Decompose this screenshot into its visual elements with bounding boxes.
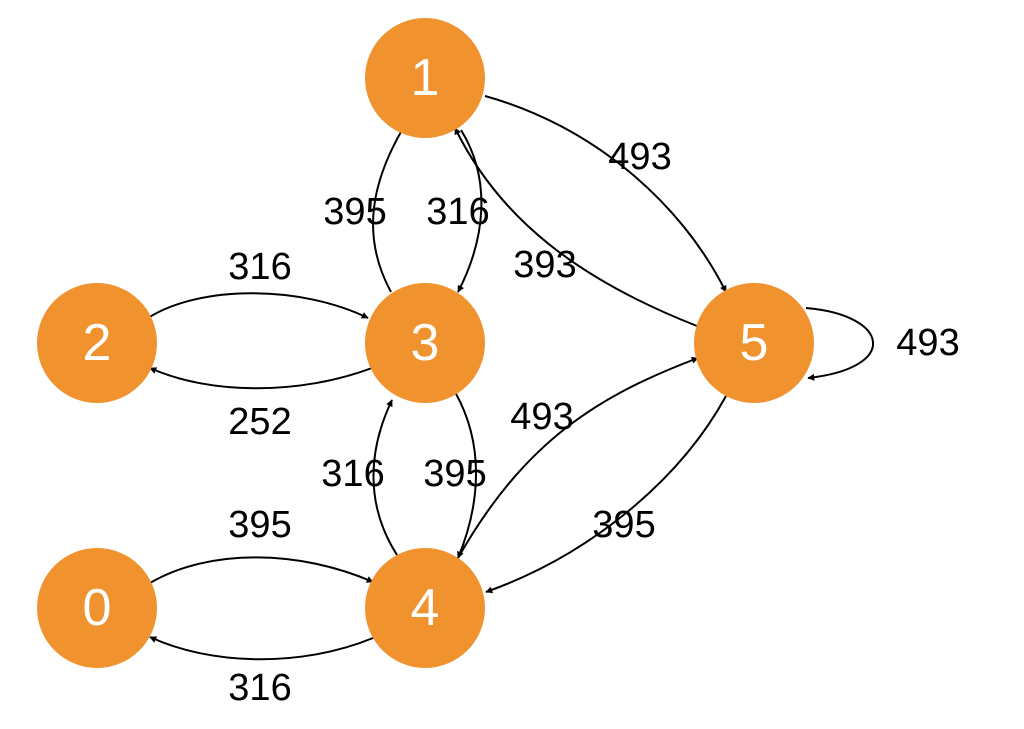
node-1-label: 1 xyxy=(411,49,440,107)
edge-label-2-to-3: 316 xyxy=(228,246,291,288)
edge-labels: 493 395 316 393 316 252 493 493 316 395 … xyxy=(228,136,959,709)
node-5: 5 xyxy=(694,283,814,403)
edge-3-to-4 xyxy=(454,391,477,559)
edge-label-5-to-4: 395 xyxy=(592,504,655,546)
edge-label-1-to-3: 316 xyxy=(426,191,489,233)
edge-2-to-3 xyxy=(147,292,369,319)
node-3-label: 3 xyxy=(411,314,440,372)
edge-label-5-to-1: 393 xyxy=(513,244,576,286)
edge-label-4-to-3: 316 xyxy=(321,453,384,495)
node-3: 3 xyxy=(365,283,485,403)
edge-5-to-4 xyxy=(485,395,727,594)
edge-5-to-5 xyxy=(805,307,874,381)
node-0: 0 xyxy=(37,548,157,668)
edge-5-to-1 xyxy=(454,127,698,327)
edge-label-3-to-2: 252 xyxy=(228,401,291,443)
node-5-circle xyxy=(694,283,814,403)
nodes: 1 2 3 5 0 4 xyxy=(37,18,814,668)
node-3-circle xyxy=(365,283,485,403)
edge-label-5-to-5: 493 xyxy=(896,322,959,364)
node-2: 2 xyxy=(37,283,157,403)
edge-4-to-0 xyxy=(149,636,374,661)
edge-1-to-3 xyxy=(457,129,483,293)
edge-3-to-2 xyxy=(149,367,373,390)
edge-label-0-to-4: 395 xyxy=(228,504,291,546)
node-0-label: 0 xyxy=(83,579,112,637)
node-4-label: 4 xyxy=(411,579,440,637)
edges xyxy=(147,95,874,661)
node-1-circle xyxy=(365,18,485,138)
node-4-circle xyxy=(365,548,485,668)
node-4: 4 xyxy=(365,548,485,668)
edge-label-3-to-1: 395 xyxy=(323,191,386,233)
node-5-label: 5 xyxy=(740,314,769,372)
edge-3-to-1 xyxy=(372,124,406,293)
edge-label-4-to-5: 493 xyxy=(510,396,573,438)
edge-0-to-4 xyxy=(149,556,374,584)
edge-4-to-5 xyxy=(457,356,699,559)
node-1: 1 xyxy=(365,18,485,138)
edge-label-1-to-5: 493 xyxy=(608,136,671,178)
edge-4-to-3 xyxy=(372,399,398,556)
node-2-circle xyxy=(37,283,157,403)
edge-label-3-to-4: 395 xyxy=(423,453,486,495)
node-0-circle xyxy=(37,548,157,668)
node-2-label: 2 xyxy=(83,314,112,372)
edge-1-to-5 xyxy=(484,95,727,293)
edge-label-4-to-0: 316 xyxy=(228,667,291,709)
